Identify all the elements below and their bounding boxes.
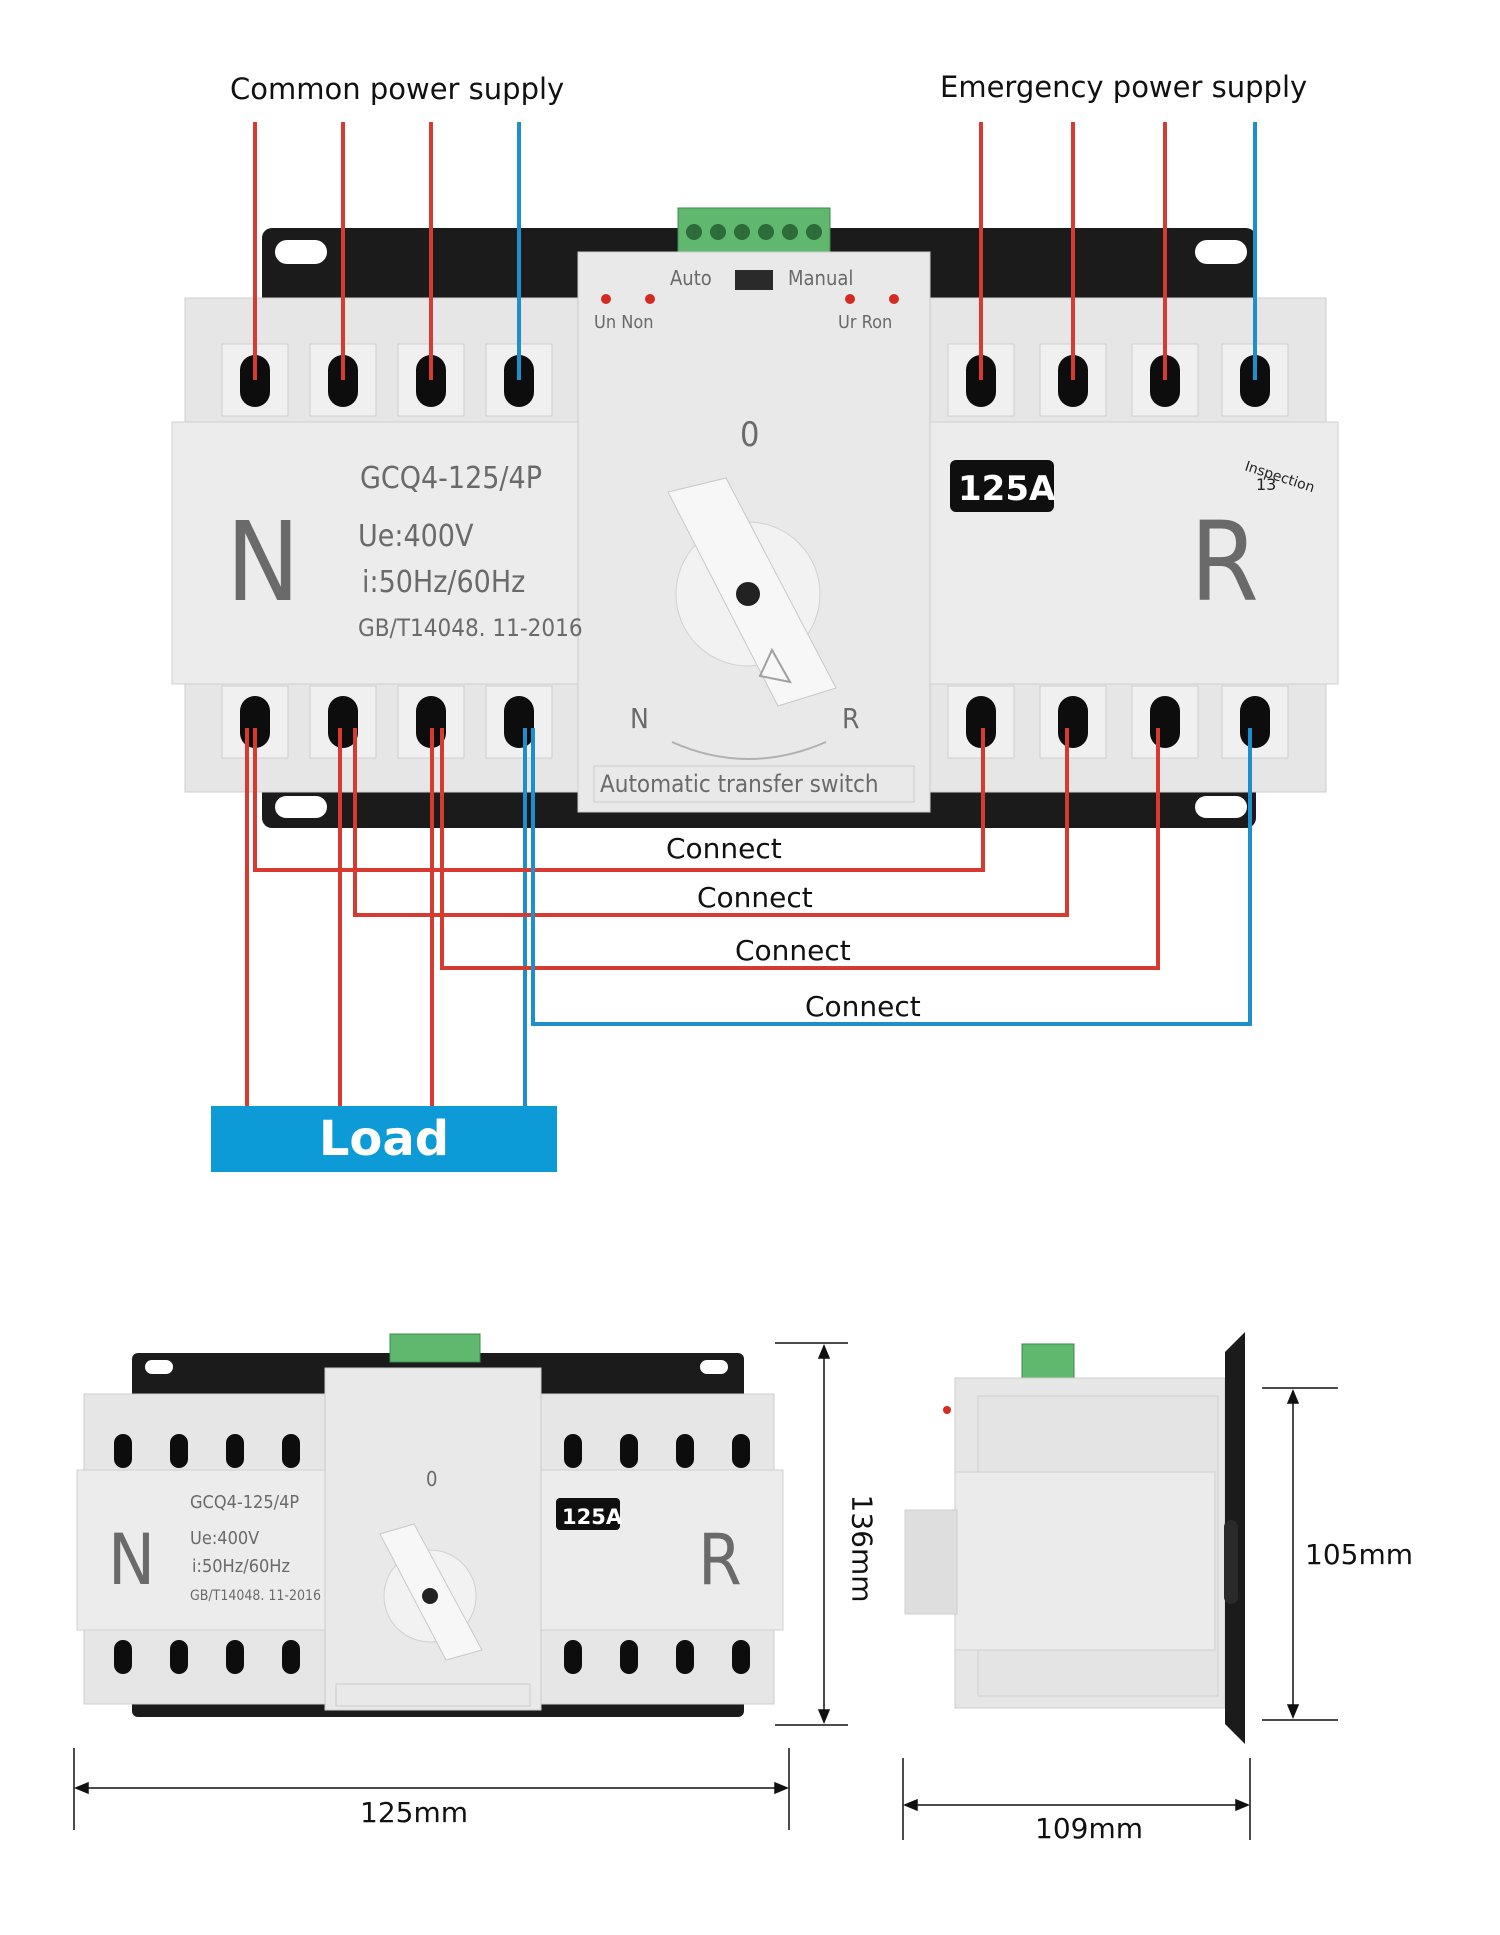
height-dimension-label: 136mm <box>845 1494 879 1603</box>
left-module-face <box>171 421 593 685</box>
width-dimension-label: 125mm <box>360 1796 468 1829</box>
connect-wire-2 <box>353 728 1069 917</box>
led-left-label: Un Non <box>594 312 654 333</box>
led-right-label: Ur Ron <box>838 312 892 333</box>
connect-wire-1 <box>253 728 985 872</box>
footer-label: Automatic transfer switch <box>600 770 879 798</box>
led-ur <box>845 294 855 304</box>
side-height-dimension-label: 105mm <box>1305 1538 1413 1571</box>
ue-text: Ue:400V <box>358 519 474 554</box>
right-module-face <box>919 421 1339 685</box>
front-view-ue: Ue:400V <box>190 1528 259 1549</box>
n-position-label: N <box>630 702 649 735</box>
common-power-supply-label: Common power supply <box>230 72 565 106</box>
connect-label-3: Connect <box>735 934 851 967</box>
auto-label: Auto <box>670 266 712 290</box>
connect-wire-3 <box>440 728 1160 970</box>
r-position-label: R <box>842 702 860 735</box>
handle-pivot <box>736 582 760 606</box>
n-side-letter: N <box>226 498 300 626</box>
manual-label: Manual <box>788 266 853 290</box>
common-supply-wires <box>253 122 521 380</box>
side-view-device <box>904 1332 1245 1744</box>
r-side-letter: R <box>1190 498 1259 626</box>
emergency-supply-wires <box>979 122 1257 380</box>
right-bottom-terminals <box>947 685 1289 759</box>
connect-wires <box>253 728 1252 1026</box>
connect-wire-4 <box>531 728 1252 1026</box>
emergency-power-supply-label: Emergency power supply <box>940 70 1308 104</box>
depth-dimension-label: 109mm <box>1035 1812 1143 1845</box>
rail-slot-tl <box>275 240 327 264</box>
front-view-zero: 0 <box>426 1467 437 1491</box>
dimension-lines <box>73 1342 1338 1840</box>
front-view-n-letter: N <box>108 1519 155 1601</box>
connect-label-2: Connect <box>697 881 813 914</box>
front-view-r-letter: R <box>698 1519 742 1601</box>
auto-manual-selector <box>735 270 773 290</box>
load-box: Load <box>211 1106 557 1172</box>
freq-text: i:50Hz/60Hz <box>362 565 525 600</box>
rail-slot-bl <box>275 796 327 818</box>
rail-slot-br <box>1195 796 1247 818</box>
front-view-standard: GB/T14048. 11-2016 <box>190 1588 321 1604</box>
terminal-screws <box>686 224 822 240</box>
rail-slot-tr <box>1195 240 1247 264</box>
rating-text: 125A <box>958 469 1056 509</box>
handle-arrow-icon <box>758 647 792 684</box>
connect-label-4: Connect <box>805 990 921 1023</box>
rating-badge <box>950 460 1054 512</box>
front-view-device <box>76 1333 784 1717</box>
connect-label-1: Connect <box>666 832 782 865</box>
rotation-arc <box>671 741 827 760</box>
led-ron <box>889 294 899 304</box>
standard-text: GB/T14048. 11-2016 <box>358 614 583 642</box>
footer-label-box <box>593 765 915 803</box>
left-bottom-terminals <box>221 685 553 759</box>
position-zero-label: 0 <box>740 415 759 455</box>
led-non <box>645 294 655 304</box>
led-un <box>601 294 611 304</box>
front-view-freq: i:50Hz/60Hz <box>192 1556 290 1577</box>
control-terminal-block <box>677 207 831 253</box>
front-view-model: GCQ4-125/4P <box>190 1492 299 1513</box>
inspection-number: 13 <box>1256 475 1276 494</box>
front-view-rating: 125A <box>562 1505 623 1529</box>
model-text: GCQ4-125/4P <box>360 461 542 496</box>
